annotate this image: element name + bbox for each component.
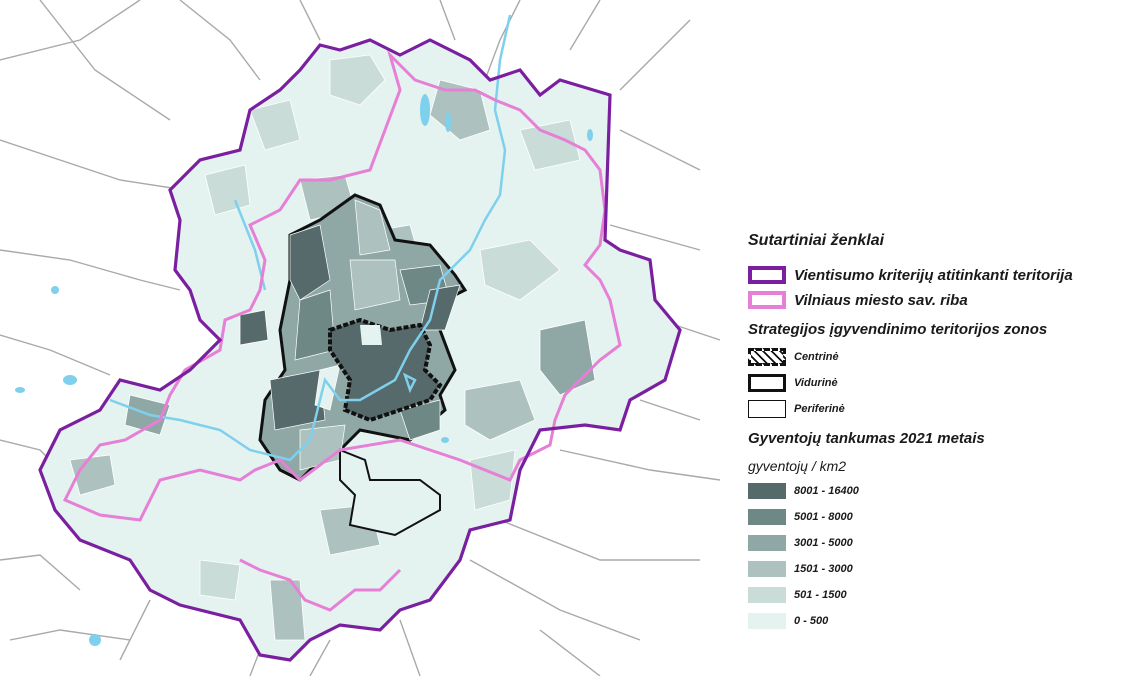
legend-density-title: Gyventojų tankumas 2021 metais	[748, 430, 985, 447]
density-class-5: 501 - 1500	[748, 587, 847, 603]
pink-boundary-swatch	[748, 291, 786, 309]
city-boundary	[62, 49, 622, 522]
integrity-territory-boundary	[38, 38, 682, 662]
road-network	[0, 0, 721, 676]
density-class-2: 5001 - 8000	[748, 509, 853, 525]
legend-item-middle: Vidurinė	[748, 374, 838, 392]
density-swatch	[748, 509, 786, 525]
legend-label: Vientisumo kriterijų atitinkanti teritor…	[794, 266, 1073, 284]
legend-label: 1501 - 3000	[794, 563, 853, 575]
legend-title: Sutartiniai ženklai	[748, 232, 885, 249]
thin-border-swatch	[748, 400, 786, 418]
purple-boundary-swatch	[748, 266, 786, 284]
legend-label: 501 - 1500	[794, 589, 847, 601]
legend-label: 3001 - 5000	[794, 537, 853, 549]
hatched-swatch	[748, 348, 786, 366]
lakes	[15, 94, 593, 646]
legend-label: Centrinė	[794, 351, 839, 363]
density-class-6: 0 - 500	[748, 613, 828, 629]
legend-item-integrity-territory: Vientisumo kriterijų atitinkanti teritor…	[748, 266, 1073, 284]
legend-label: Vidurinė	[794, 377, 838, 389]
legend-label: 8001 - 16400	[794, 485, 859, 497]
density-swatch	[748, 483, 786, 499]
density-swatch	[748, 535, 786, 551]
legend-item-city-boundary: Vilniaus miesto sav. riba	[748, 291, 968, 309]
central-zone-light	[360, 325, 382, 345]
legend-density-unit: gyventojų / km2	[748, 458, 847, 474]
density-swatch	[748, 587, 786, 603]
density-class-4: 1501 - 3000	[748, 561, 853, 577]
legend-item-central: Centrinė	[748, 348, 839, 366]
density-class-3: 3001 - 5000	[748, 535, 853, 551]
density-swatch	[748, 561, 786, 577]
density-swatch	[748, 613, 786, 629]
legend-zones-title: Strategijos įgyvendinimo teritorijos zon…	[748, 321, 1048, 338]
legend-label: Periferinė	[794, 403, 845, 415]
middle-zone-patches	[269, 199, 461, 471]
peripheral-zone	[339, 448, 441, 537]
city-boundary-south	[239, 558, 402, 612]
legend-label: Vilniaus miesto sav. riba	[794, 291, 968, 309]
legend-label: 5001 - 8000	[794, 511, 853, 523]
legend-label: 0 - 500	[794, 615, 829, 627]
thick-border-swatch	[748, 374, 786, 392]
legend-item-peripheral: Periferinė	[748, 400, 845, 418]
density-class-1: 8001 - 16400	[748, 483, 859, 499]
